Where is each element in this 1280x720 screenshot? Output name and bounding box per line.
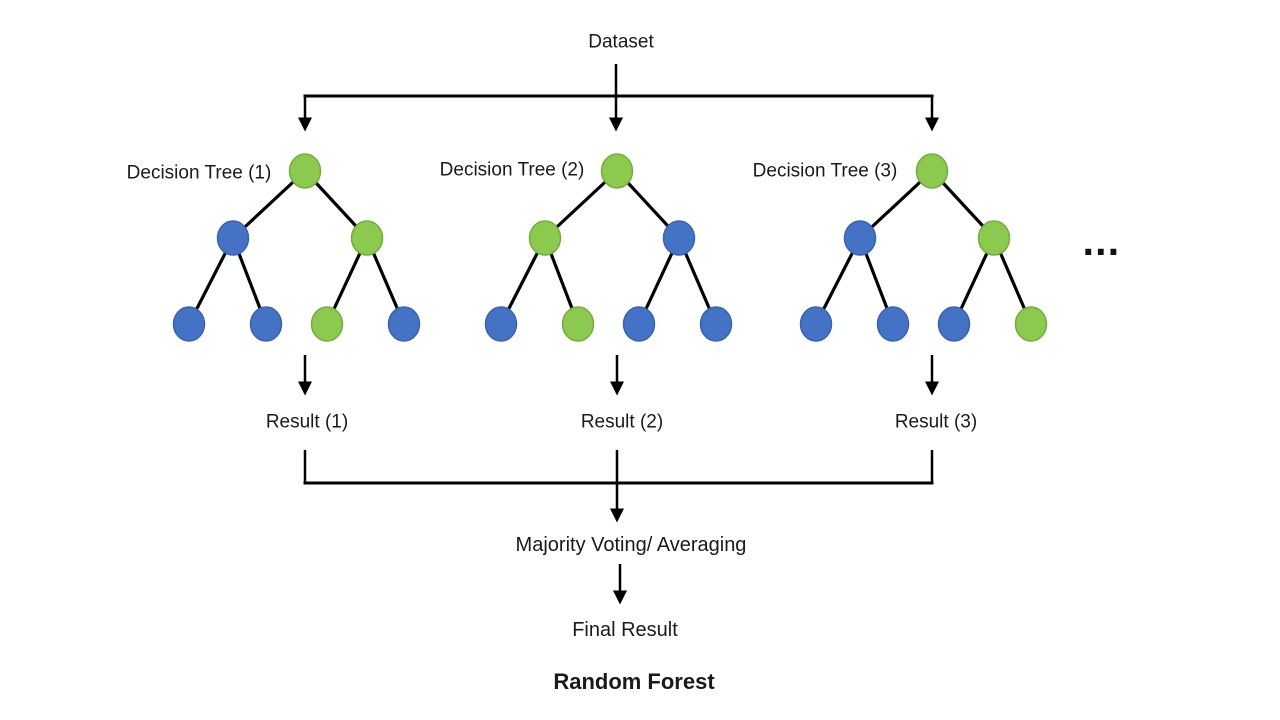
result-2-label: Result (2) <box>580 411 664 433</box>
tree-1-node-1-blue <box>216 220 250 256</box>
tree-3-node-3-blue <box>799 306 833 342</box>
tree-1-node-6-blue <box>387 306 421 342</box>
tree-2-node-1-green <box>528 220 562 256</box>
tree-3-node-2-green <box>977 220 1011 256</box>
diagram-title: Random Forest <box>553 668 715 694</box>
tree-3-node-5-blue <box>937 306 971 342</box>
final-result-label: Final Result <box>572 619 678 641</box>
tree-3-node-0-green <box>915 153 949 189</box>
result-3-label: Result (3) <box>894 411 978 433</box>
dataset-label: Dataset <box>588 31 654 53</box>
tree-3-node-4-blue <box>876 306 910 342</box>
more-trees-ellipsis-icon: ... <box>1082 224 1120 263</box>
tree-1-node-3-blue <box>172 306 206 342</box>
tree-2-node-4-green <box>561 306 595 342</box>
majority-voting-label: Majority Voting/ Averaging <box>515 534 747 556</box>
decision-tree-2-label: Decision Tree (2) <box>439 159 585 181</box>
tree-1-node-4-blue <box>249 306 283 342</box>
tree-3-node-1-blue <box>843 220 877 256</box>
tree-2-node-5-blue <box>622 306 656 342</box>
tree-2-node-0-green <box>600 153 634 189</box>
tree-1-node-2-green <box>350 220 384 256</box>
tree-1-node-0-green <box>288 153 322 189</box>
tree-2-node-6-blue <box>699 306 733 342</box>
decision-tree-3-label: Decision Tree (3) <box>752 160 898 182</box>
tree-1-node-5-green <box>310 306 344 342</box>
tree-2-node-3-blue <box>484 306 518 342</box>
decision-tree-1-label: Decision Tree (1) <box>126 162 272 184</box>
tree-3-node-6-green <box>1014 306 1048 342</box>
tree-2-node-2-blue <box>662 220 696 256</box>
result-1-label: Result (1) <box>265 411 349 433</box>
